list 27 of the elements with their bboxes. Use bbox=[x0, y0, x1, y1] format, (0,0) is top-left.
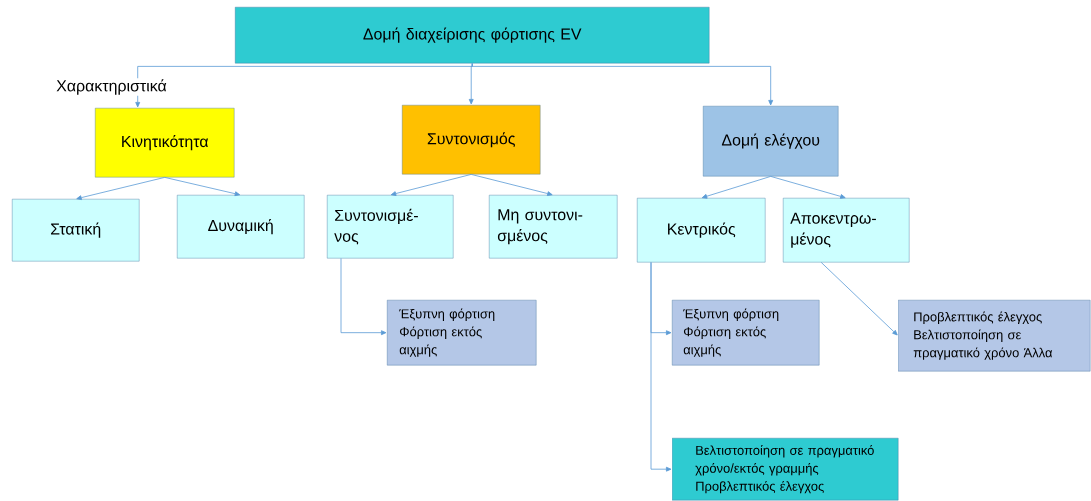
detail-box: Βελτιστοποίηση σε πραγματικό χρόνο/εκτός γραμμής Προβλεπτικός έλεγχος bbox=[672, 438, 899, 501]
option-box: Στατική bbox=[12, 199, 140, 262]
arrow bbox=[471, 63, 774, 106]
option-box: Κεντρικός bbox=[637, 198, 766, 263]
arrow bbox=[390, 174, 472, 196]
side-label: Χαρακτηριστικά bbox=[55, 78, 168, 96]
option-box: Συντονισμέ- νος bbox=[327, 195, 454, 259]
arrow bbox=[470, 174, 553, 196]
option-box: Μη συντονι- σμένος bbox=[489, 195, 618, 259]
arrow bbox=[650, 262, 672, 472]
detail-box: Έξυπνη φόρτιση Φόρτιση εκτός αιχμής bbox=[672, 300, 820, 366]
title-box: Δομή διαχείρισης φόρτισης EV bbox=[235, 7, 710, 64]
detail-box: Έξυπνη φόρτιση Φόρτιση εκτός αιχμής bbox=[387, 300, 537, 366]
arrow bbox=[468, 63, 474, 105]
option-box: Δυναμική bbox=[177, 195, 305, 259]
category-box: Κινητικότητα bbox=[95, 108, 235, 178]
arrow bbox=[340, 258, 387, 336]
arrow bbox=[135, 63, 473, 108]
option-box: Αποκεντρω- μένος bbox=[783, 198, 910, 263]
arrow bbox=[701, 176, 772, 199]
arrow bbox=[820, 262, 898, 336]
category-box: Συντονισμός bbox=[402, 105, 541, 175]
arrow bbox=[76, 177, 166, 200]
arrow bbox=[770, 176, 846, 199]
detail-box: Προβλεπτικός έλεγχος Βελτιστοποίηση σε πραγματικό χρόνο Άλλα bbox=[898, 300, 1091, 372]
category-box: Δομή ελέγχου bbox=[703, 106, 839, 177]
arrow bbox=[164, 177, 241, 197]
